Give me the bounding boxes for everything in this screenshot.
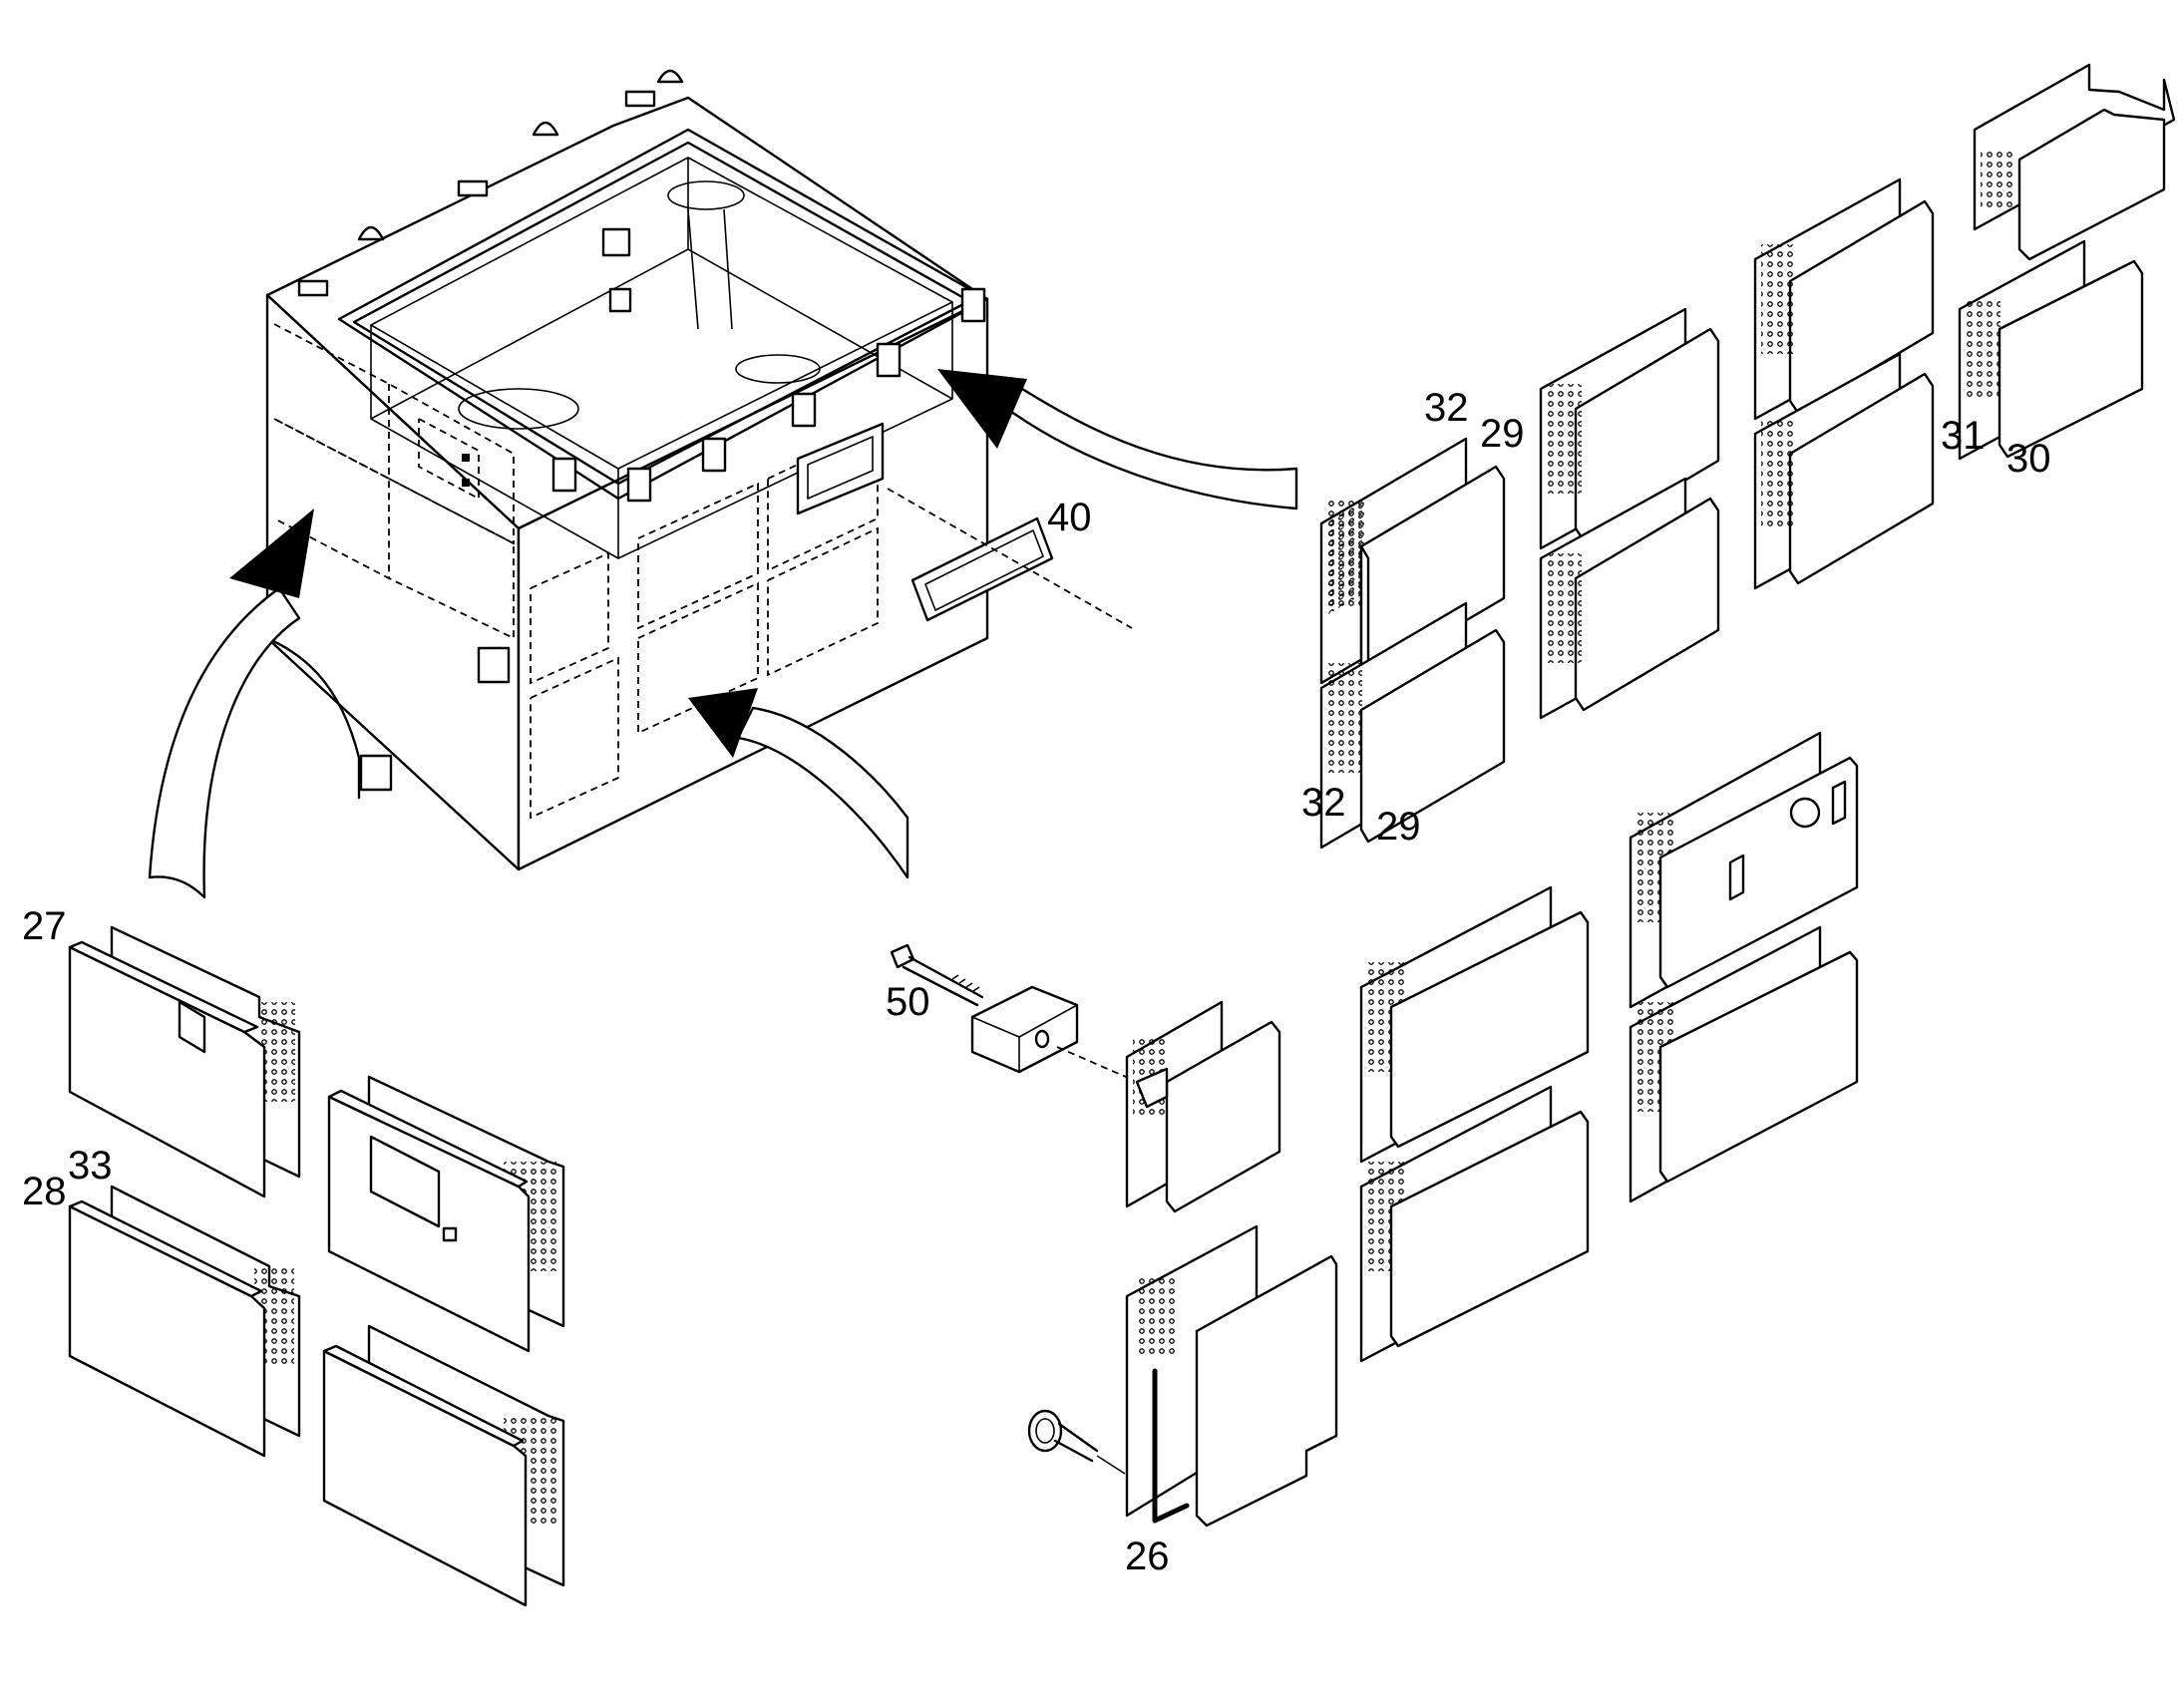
- panel-pair-lower-c: [1629, 731, 1859, 1009]
- gasket-40: [887, 488, 1133, 629]
- callout-33: 33: [68, 1144, 113, 1188]
- panel-28-33: [68, 1185, 301, 1458]
- panel-pair-31-30-right: [1958, 239, 2144, 461]
- panel-window: [327, 1075, 565, 1353]
- screw-fastener: [1027, 1409, 1126, 1475]
- panel-pair-lower-a: [1359, 885, 1590, 1164]
- panel-pair-lower-b: [1359, 1085, 1590, 1363]
- bolt-50: [890, 943, 984, 1007]
- panel-26-assembly: [1125, 1224, 1338, 1528]
- callout-40: 40: [1047, 496, 1092, 539]
- callout-32-top: 32: [1424, 386, 1469, 430]
- panel-pair-32-29-bottom: [1319, 601, 1506, 850]
- callout-28: 28: [22, 1170, 67, 1213]
- panel-notched-mid: [1125, 1000, 1281, 1213]
- callout-31: 31: [1941, 414, 1986, 458]
- callout-32-bottom: 32: [1301, 781, 1346, 825]
- perforations-top-cluster: [1328, 150, 2014, 773]
- callout-27: 27: [22, 904, 67, 948]
- panel-pair-notched-top: [1973, 63, 2176, 261]
- enclosure-frame: [148, 69, 1298, 899]
- spacer-block: [970, 985, 1173, 1098]
- callout-29-top: 29: [1480, 412, 1525, 456]
- panel-27: [68, 925, 301, 1198]
- panel-plain-lower: [322, 1324, 565, 1607]
- panel-pair-lower-d: [1629, 925, 1859, 1203]
- callout-26: 26: [1125, 1535, 1170, 1578]
- callout-29-bottom: 29: [1376, 805, 1421, 849]
- callout-30: 30: [2006, 437, 2051, 481]
- panel-pair-31-30: [1753, 352, 1935, 590]
- callout-50: 50: [886, 980, 930, 1024]
- panel-pair-upper-right: [1753, 177, 1935, 421]
